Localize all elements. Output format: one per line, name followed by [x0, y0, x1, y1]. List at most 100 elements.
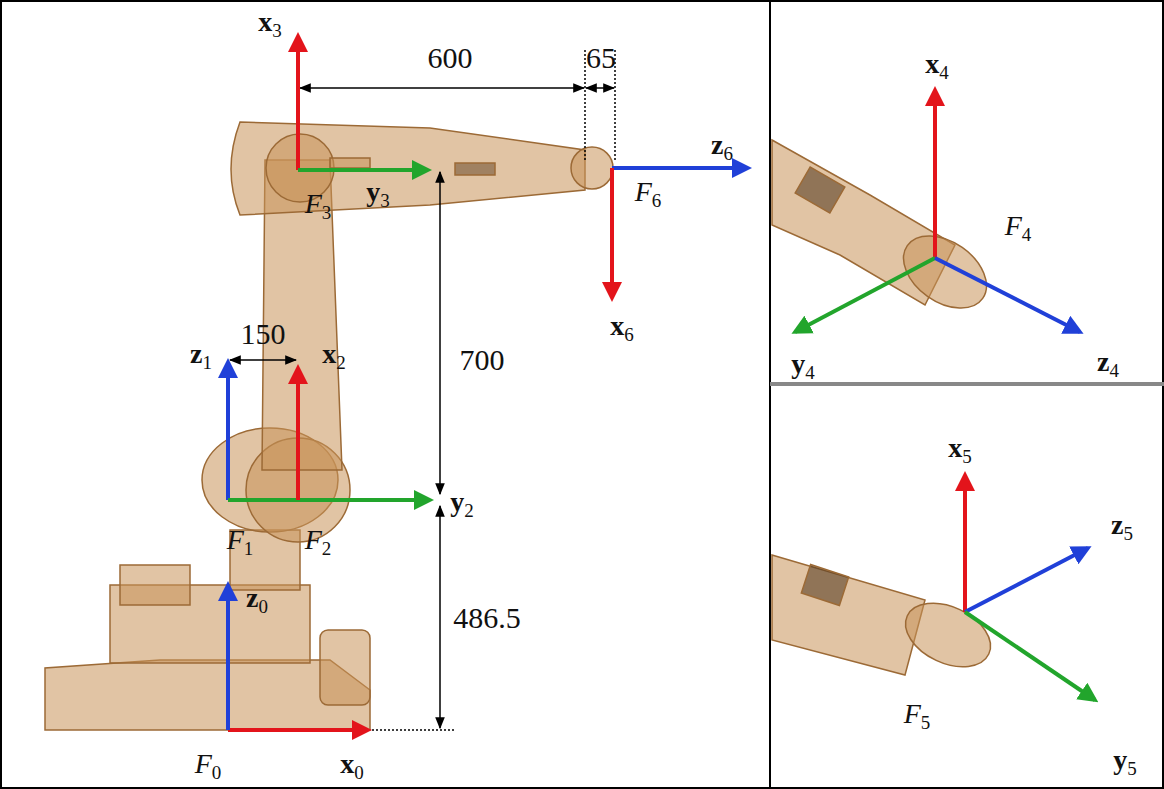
label-part: 5: [1123, 523, 1133, 544]
wrist-cable: [801, 565, 848, 606]
axis-label: x0: [340, 750, 364, 782]
label-part: 0: [258, 596, 268, 617]
label-part: z: [711, 129, 723, 160]
dimension-value: 65: [586, 43, 616, 73]
label-part: x: [258, 6, 272, 37]
axis-label: x6: [610, 312, 634, 344]
label-part: x: [322, 338, 336, 369]
wrist-forearm: [772, 555, 925, 675]
axis-x3: [296, 36, 300, 170]
axis-label: z4: [1097, 348, 1119, 380]
label-part: 1: [202, 352, 212, 373]
dimensions: [230, 50, 615, 730]
axis-x0: [228, 728, 368, 732]
label-part: F: [305, 188, 322, 219]
robot-base-box: [120, 565, 190, 605]
label-part: F: [904, 698, 921, 729]
label-part: 3: [272, 20, 282, 41]
dimension-line: [439, 506, 441, 728]
label-part: z: [190, 338, 202, 369]
label-part: y: [1113, 744, 1127, 775]
dimension-value: 150: [241, 319, 286, 349]
label-part: 4: [1022, 224, 1032, 245]
dimension-line: [586, 87, 614, 89]
dimension-line: [300, 87, 584, 89]
label-part: 4: [939, 62, 949, 83]
frame-label: F3: [305, 190, 332, 222]
label-part: 2: [464, 500, 474, 521]
label-part: F: [635, 176, 652, 207]
axis-x6: [610, 168, 614, 298]
label-part: z: [1111, 509, 1123, 540]
extension-line: [372, 729, 455, 731]
axis-z4: [935, 258, 1080, 332]
frame-label: F6: [635, 178, 662, 210]
axis-label: x2: [322, 340, 346, 372]
axis-y3: [298, 168, 428, 172]
robot-cylinder: [320, 630, 370, 705]
robot-arm-detail: [330, 158, 370, 168]
robot-logo: [455, 163, 495, 175]
axis-x4: [933, 90, 937, 258]
label-part: 6: [624, 324, 634, 345]
axis-z5: [965, 548, 1088, 612]
axis-x5: [963, 475, 967, 612]
label-part: y: [366, 176, 380, 207]
extension-line: [584, 50, 586, 160]
axis-label: y2: [450, 488, 474, 520]
wrist-cable: [795, 167, 845, 213]
label-part: 2: [336, 352, 346, 373]
axis-x2: [296, 368, 300, 500]
frame-label: F4: [1005, 212, 1032, 244]
axis-y5: [965, 612, 1095, 700]
label-part: 2: [322, 538, 332, 559]
label-part: z: [246, 582, 258, 613]
label-part: 5: [921, 712, 931, 733]
axis-label: z5: [1111, 511, 1133, 543]
dimension-line: [230, 359, 296, 361]
panel-divider: [770, 382, 1164, 386]
panel-divider: [769, 0, 771, 789]
label-part: F: [227, 524, 244, 555]
robot-upper-arm: [231, 122, 585, 215]
label-part: 3: [322, 202, 332, 223]
axis-label: x5: [948, 434, 972, 466]
label-part: z: [1097, 346, 1109, 377]
axis-y4: [795, 258, 935, 332]
dimension-value: 600: [428, 43, 473, 73]
coordinate-axes: [228, 36, 1095, 730]
label-part: x: [925, 48, 939, 79]
label-part: 1: [244, 538, 254, 559]
frame-label: F1: [227, 526, 254, 558]
axis-label: x3: [258, 8, 282, 40]
label-part: x: [610, 310, 624, 341]
label-part: 6: [652, 190, 662, 211]
dimension-value: 486.5: [453, 603, 521, 633]
label-part: y: [791, 348, 805, 379]
axis-label: y3: [366, 178, 390, 210]
robot-wrist: [571, 147, 613, 189]
label-part: x: [948, 432, 962, 463]
label-part: F: [1005, 210, 1022, 241]
axis-label: x4: [925, 50, 949, 82]
axis-label: z6: [711, 131, 733, 163]
label-part: 0: [354, 762, 364, 783]
label-part: 5: [962, 446, 972, 467]
axis-y2: [228, 498, 430, 502]
label-part: 5: [1127, 758, 1137, 779]
axis-label: y4: [791, 350, 815, 382]
label-part: 4: [805, 362, 815, 383]
frame-label: F0: [195, 750, 222, 782]
axis-label: z1: [190, 340, 212, 372]
label-part: F: [195, 748, 212, 779]
label-part: x: [340, 748, 354, 779]
robot-body: [45, 122, 613, 730]
axis-label: z0: [246, 584, 268, 616]
label-part: 6: [723, 143, 733, 164]
label-part: y: [450, 486, 464, 517]
dimension-value: 700: [460, 345, 505, 375]
label-part: 4: [1109, 360, 1119, 381]
